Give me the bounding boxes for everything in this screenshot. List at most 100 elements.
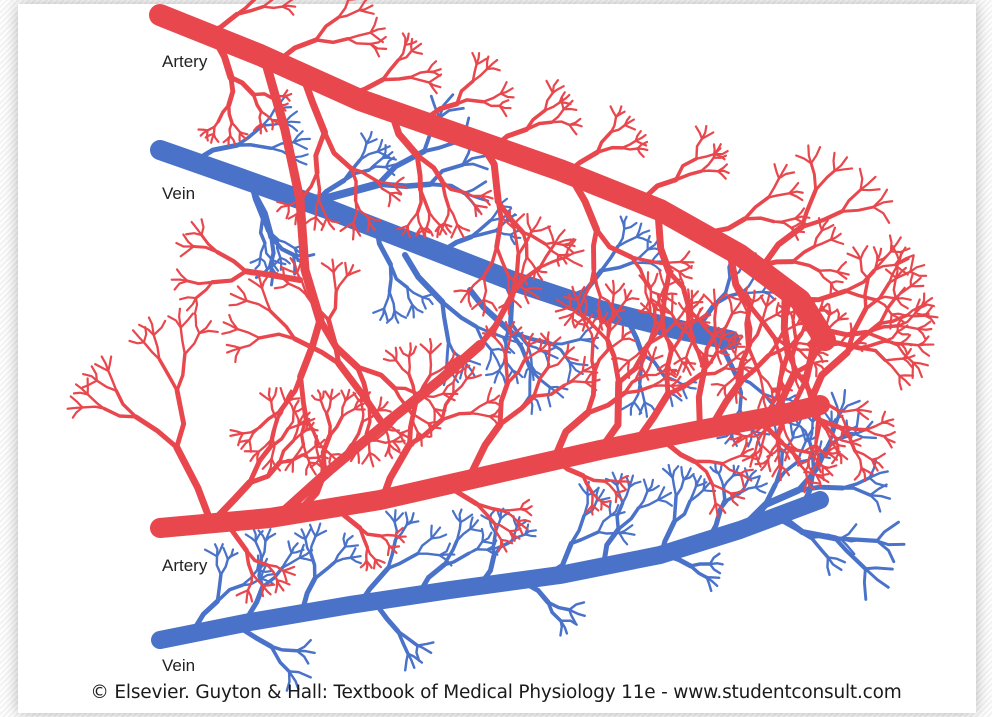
artery-branch — [659, 270, 664, 287]
vein-branch — [482, 529, 483, 542]
artery-branch — [792, 342, 796, 373]
artery-branch — [650, 300, 651, 312]
label-vein-bottom: Vein — [162, 656, 195, 676]
artery-branch — [884, 436, 892, 447]
vein-branch — [460, 510, 462, 523]
artery-branch — [336, 276, 347, 292]
artery-branch — [185, 333, 199, 354]
vein-branch — [315, 562, 335, 579]
artery-branch — [316, 132, 325, 173]
vein-branch — [719, 464, 722, 473]
artery-branch — [831, 240, 843, 244]
artery-branch — [378, 410, 391, 411]
artery-branch — [651, 274, 658, 288]
artery-branch — [246, 590, 248, 602]
artery-branch — [885, 359, 903, 361]
vein-branch — [305, 529, 310, 539]
artery-branch — [232, 123, 240, 132]
vein-branch — [389, 264, 391, 291]
copyright-caption: © Elsevier. Guyton & Hall: Textbook of M… — [0, 682, 992, 703]
artery-branch — [342, 409, 355, 417]
artery-branch — [322, 263, 334, 272]
artery-branch — [615, 492, 616, 502]
artery-branch — [899, 375, 913, 376]
artery-branch — [83, 381, 97, 388]
artery-branch — [816, 171, 835, 190]
vein-branch — [297, 640, 311, 651]
artery-branch — [196, 315, 200, 333]
artery-branch — [897, 298, 911, 300]
artery-branch — [262, 586, 263, 596]
artery-branch — [520, 509, 531, 515]
vein-branch — [217, 585, 242, 601]
vein-branch — [843, 488, 871, 495]
artery-branch — [230, 123, 232, 136]
vein-branch — [221, 559, 228, 574]
artery-branch — [860, 169, 862, 190]
artery-branch — [277, 205, 288, 211]
vein-network — [160, 94, 904, 691]
artery-branch — [366, 548, 367, 561]
vein-branch — [855, 434, 876, 438]
artery-branch — [133, 330, 144, 342]
artery-branch — [154, 321, 165, 335]
artery-branch — [187, 281, 212, 284]
artery-branch — [884, 332, 898, 342]
vein-branch — [673, 466, 679, 478]
vein-branch — [384, 292, 389, 309]
artery-branch — [901, 335, 910, 343]
artery-branch — [696, 139, 702, 159]
artery-branch — [465, 366, 466, 379]
artery-branch — [361, 402, 363, 421]
vein-branch — [470, 529, 481, 531]
artery-branch — [913, 363, 922, 377]
artery-branch — [289, 400, 294, 411]
artery-branch — [457, 100, 483, 104]
artery-branch — [202, 219, 204, 235]
artery-branch — [380, 536, 389, 546]
artery-branch — [834, 153, 835, 171]
artery-branch — [622, 339, 634, 341]
artery-branch — [238, 329, 260, 338]
artery-branch — [811, 163, 816, 190]
artery-branch — [383, 77, 410, 79]
artery-branch — [108, 357, 111, 371]
vein-branch — [691, 564, 710, 566]
artery-branch — [918, 345, 933, 346]
artery-branch — [208, 122, 219, 131]
artery-branch — [538, 351, 549, 352]
vein-branch — [530, 369, 531, 395]
artery-branch — [613, 281, 614, 295]
artery-branch — [263, 7, 282, 8]
artery-branch — [410, 72, 428, 78]
vein-branch — [417, 646, 431, 653]
artery-branch — [181, 328, 185, 355]
artery-branch — [874, 247, 877, 260]
artery-branch — [501, 94, 514, 98]
artery-branch — [136, 417, 177, 447]
vein-branch — [634, 402, 641, 413]
artery-branch — [430, 354, 431, 375]
artery-branch — [181, 246, 194, 256]
artery-branch — [831, 281, 843, 283]
artery-branch — [388, 429, 399, 430]
artery-branch — [551, 109, 563, 122]
artery-branch — [276, 580, 277, 592]
artery-branch — [272, 120, 273, 129]
artery-branch — [827, 320, 838, 330]
artery-branch — [348, 33, 371, 39]
artery-branch — [181, 314, 193, 328]
artery-branch — [859, 348, 885, 360]
artery-branch — [68, 407, 83, 408]
artery-branch — [918, 322, 931, 329]
artery-branch — [615, 490, 625, 492]
artery-branch — [487, 68, 500, 70]
artery-branch — [701, 171, 718, 172]
artery-branch — [490, 409, 500, 417]
vein-branch — [619, 533, 634, 535]
vein-branch — [407, 305, 412, 316]
artery-branch — [593, 230, 596, 270]
artery-branch — [898, 332, 909, 335]
artery-branch — [177, 390, 184, 447]
artery-branch — [569, 125, 576, 134]
